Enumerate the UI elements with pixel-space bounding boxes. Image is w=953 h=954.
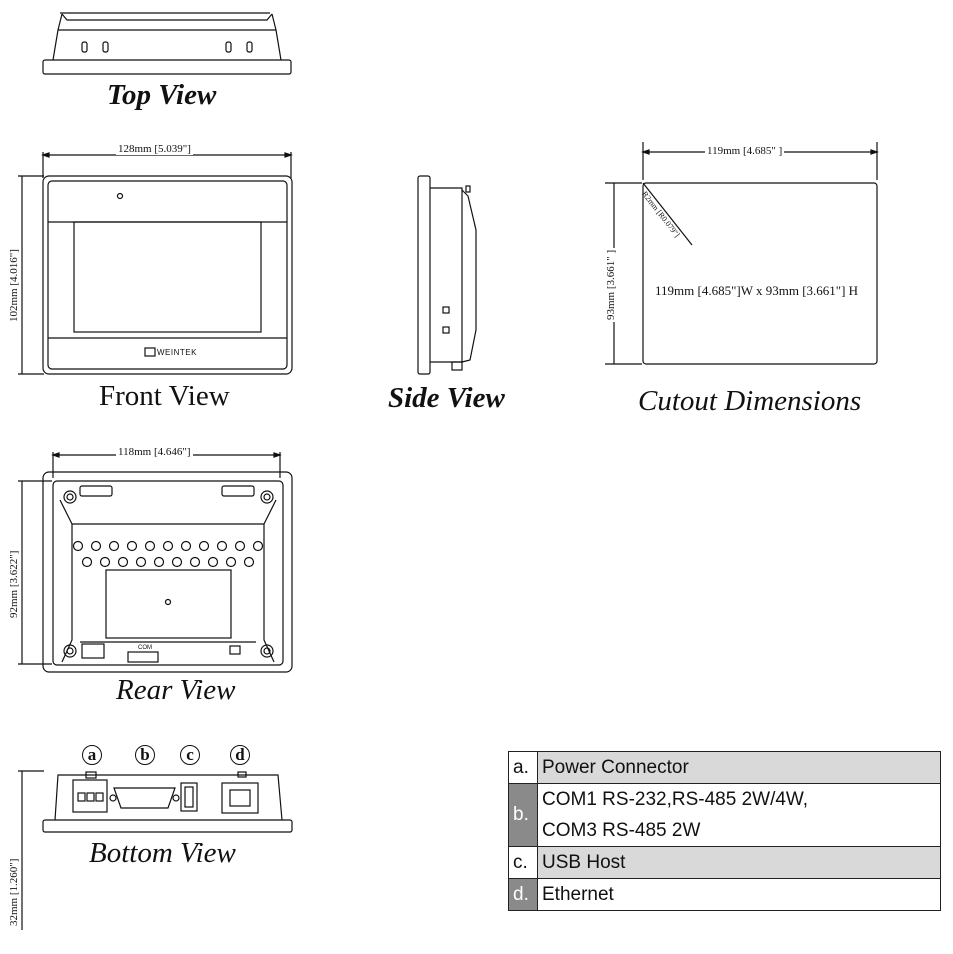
vent-hole (180, 540, 192, 552)
front-view-drawing (18, 152, 293, 375)
top-view-drawing (42, 12, 292, 75)
port-marker-c: c (180, 745, 200, 765)
legend-row-d: d. Ethernet (508, 878, 941, 911)
rear-view-drawing (18, 452, 293, 673)
legend-value: Ethernet (537, 878, 941, 911)
front-height-dimension: 102mm [4.016"] (8, 247, 20, 324)
port-legend-table: a. Power Connector b. COM1 RS-232,RS-485… (508, 751, 941, 911)
bottom-view-drawing (18, 770, 293, 930)
vent-hole (243, 556, 255, 568)
cutout-drawing (605, 142, 879, 365)
cutout-caption: Cutout Dimensions (638, 385, 862, 417)
vent-hole (72, 540, 84, 552)
brand-logo: WEINTEK (157, 348, 197, 357)
vent-hole (198, 540, 210, 552)
legend-value-line: COM1 RS-232,RS-485 2W/4W, (542, 789, 809, 810)
vent-hole (207, 556, 219, 568)
rear-height-dimension: 92mm [3.622"] (8, 548, 20, 620)
cutout-width-dimension: 119mm [4.685" ] (705, 145, 785, 157)
port-marker-d: d (230, 745, 250, 765)
legend-key: c. (508, 846, 538, 879)
vent-hole (234, 540, 246, 552)
legend-key: b. (508, 783, 538, 847)
vent-hole (252, 540, 264, 552)
vent-hole (153, 556, 165, 568)
legend-row-a: a. Power Connector (508, 751, 941, 784)
vent-hole (144, 540, 156, 552)
vent-hole (108, 540, 120, 552)
vent-hole (189, 556, 201, 568)
legend-value: USB Host (537, 846, 941, 879)
vent-hole (117, 556, 129, 568)
rear-com-label: COM (138, 645, 152, 651)
rear-view-caption: Rear View (116, 674, 236, 706)
vent-hole (126, 540, 138, 552)
port-marker-b: b (135, 745, 155, 765)
cutout-height-dimension: 93mm [3.661" ] (605, 247, 617, 322)
vent-hole (90, 540, 102, 552)
legend-key: a. (508, 751, 538, 784)
front-width-dimension: 128mm [5.039"] (116, 143, 193, 155)
vent-hole (171, 556, 183, 568)
vent-hole (81, 556, 93, 568)
bottom-view-caption: Bottom View (89, 837, 236, 869)
top-view-caption: Top View (107, 79, 217, 111)
legend-value: Power Connector (537, 751, 941, 784)
legend-row-c: c. USB Host (508, 846, 941, 879)
legend-value-line: COM3 RS-485 2W (542, 820, 701, 841)
rear-width-dimension: 118mm [4.646"] (116, 446, 193, 458)
vent-hole (99, 556, 111, 568)
side-view-caption: Side View (388, 382, 505, 414)
legend-value: COM1 RS-232,RS-485 2W/4W, COM3 RS-485 2W (537, 783, 941, 847)
legend-key: d. (508, 878, 538, 911)
vent-hole (225, 556, 237, 568)
bottom-height-dimension: 32mm [1.260"] (8, 856, 20, 928)
vent-hole (135, 556, 147, 568)
rear-vents (72, 540, 264, 568)
vent-hole (216, 540, 228, 552)
side-view-drawing (417, 175, 477, 375)
port-marker-a: a (82, 745, 102, 765)
front-view-caption: Front View (99, 380, 230, 412)
cutout-center-dimension: 119mm [4.685"]W x 93mm [3.661"] H (655, 283, 859, 298)
vent-hole (162, 540, 174, 552)
legend-row-b: b. COM1 RS-232,RS-485 2W/4W, COM3 RS-485… (508, 783, 941, 847)
